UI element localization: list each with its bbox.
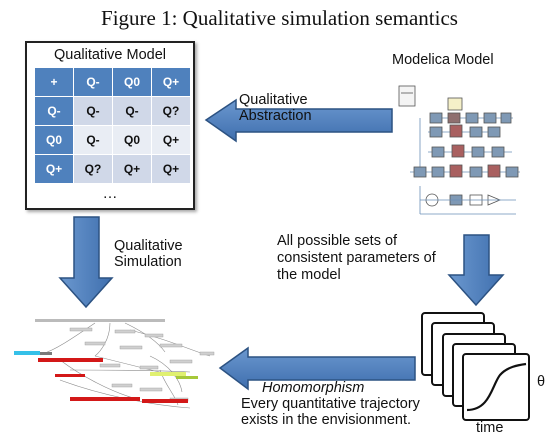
trajectory-x-label: time — [476, 420, 504, 436]
table-cell: Q+ — [151, 67, 191, 97]
trajectory-y-label: θ — [537, 374, 546, 390]
simulation-label-line-2: Simulation — [114, 254, 182, 270]
qualitative-model-table: + Q- Q0 Q+ Q- Q- Q- Q? Q0 Q- Q0 Q+ Q+ Q?… — [34, 67, 191, 184]
parameters-label-line-3: the model — [277, 267, 341, 283]
simulation-arrow — [58, 216, 114, 309]
abstraction-arrow — [204, 98, 393, 143]
modelica-model-label: Modelica Model — [392, 52, 494, 68]
homomorphism-line-2: exists in the envisionment. — [241, 412, 412, 428]
abstraction-label-line-1: Qualitative — [239, 92, 308, 108]
figure-title: Figure 1: Qualitative simulation semanti… — [101, 6, 458, 30]
qualitative-model-title: Qualitative Model — [53, 47, 167, 63]
table-cell: Q0 — [112, 67, 152, 97]
parameters-label-line-2: consistent parameters of — [277, 250, 436, 266]
modelica-schematic — [398, 85, 520, 215]
table-row: + Q- Q0 Q+ — [34, 67, 191, 97]
qualitative-model-box: Qualitative Model + Q- Q0 Q+ Q- Q- Q- Q?… — [25, 41, 195, 210]
table-cell: Q+ — [151, 154, 191, 184]
table-cell: Q- — [73, 96, 113, 126]
homomorphism-line-1: Every quantitative trajectory — [241, 396, 420, 412]
parameters-label-line-1: All possible sets of — [277, 233, 398, 249]
simulation-label-line-1: Qualitative — [114, 238, 183, 254]
table-cell: Q- — [73, 67, 113, 97]
table-cell: Q+ — [151, 125, 191, 155]
table-row: Q+ Q? Q+ Q+ — [34, 154, 191, 184]
table-ellipsis: … — [102, 185, 118, 202]
homomorphism-title: Homomorphism — [262, 380, 365, 396]
abstraction-label-line-2: Abstraction — [239, 108, 312, 124]
table-cell: Q+ — [112, 154, 152, 184]
trajectory-stack — [421, 312, 530, 421]
table-cell: Q0 — [112, 125, 152, 155]
envisionment-graph — [14, 319, 215, 409]
table-cell: Q- — [73, 125, 113, 155]
table-cell: Q- — [112, 96, 152, 126]
parameters-arrow — [447, 234, 505, 307]
table-cell: Q? — [73, 154, 113, 184]
table-cell: Q- — [34, 96, 74, 126]
homomorphism-arrow — [218, 346, 416, 391]
